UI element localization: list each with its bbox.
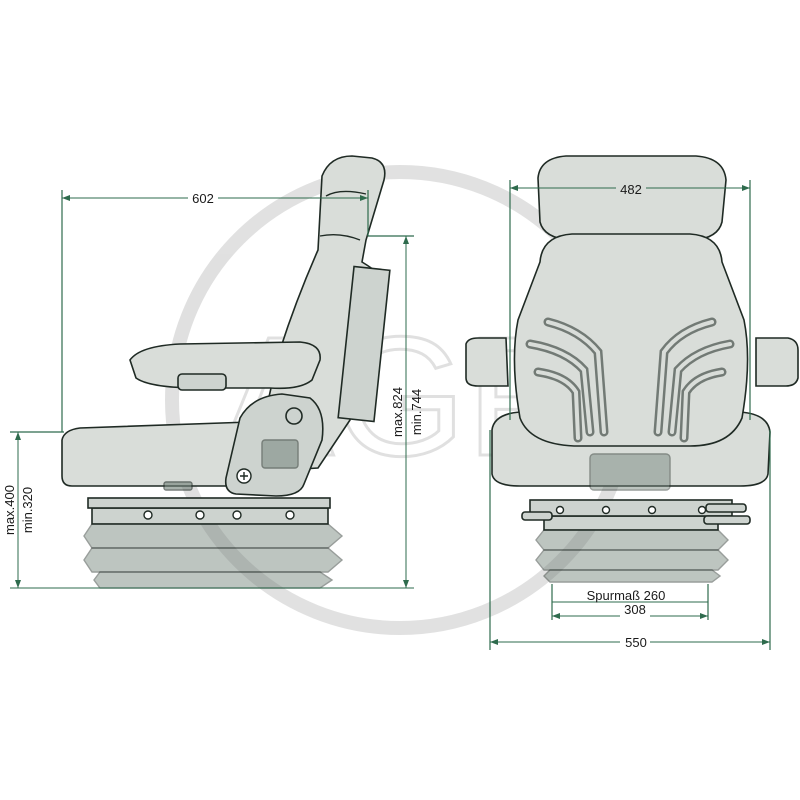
label-rail-width: 308 bbox=[624, 602, 646, 617]
side-bellows bbox=[83, 507, 344, 589]
side-adjustment-slot bbox=[261, 439, 299, 469]
label-side-height-min: min.744 bbox=[409, 389, 424, 435]
front-center-bellow bbox=[589, 453, 671, 491]
front-bellows bbox=[535, 515, 729, 583]
front-lever-bottom bbox=[703, 515, 751, 525]
label-side-depth: 602 bbox=[192, 191, 214, 206]
side-view bbox=[61, 155, 391, 589]
front-armrest-left bbox=[465, 337, 509, 387]
label-backrest-width: 482 bbox=[620, 182, 642, 197]
side-backrest-plate bbox=[337, 265, 391, 423]
front-backrest-rib-highlight bbox=[528, 320, 732, 440]
front-lever-right bbox=[705, 503, 747, 513]
label-seat-height-min: min.320 bbox=[20, 487, 35, 533]
side-armrest-handle bbox=[177, 373, 227, 391]
label-total-width: 550 bbox=[625, 635, 647, 650]
dimension-labels: 602 max.824 min.744 max.400 min.320 482 … bbox=[2, 181, 665, 650]
side-height-knob bbox=[285, 407, 303, 425]
dimension-lines bbox=[10, 180, 771, 650]
label-side-height-max: max.824 bbox=[390, 387, 405, 437]
side-rail-bolts bbox=[143, 510, 295, 520]
side-rails bbox=[87, 497, 331, 509]
label-track-gauge: Spurmaß 260 bbox=[587, 588, 666, 603]
front-backrest bbox=[513, 233, 749, 447]
front-rail-bolts bbox=[555, 505, 707, 515]
front-headrest bbox=[537, 155, 727, 241]
side-headrest-outline bbox=[319, 190, 367, 241]
front-armrest-right bbox=[755, 337, 799, 387]
label-seat-height-max: max.400 bbox=[2, 485, 17, 535]
side-fore-aft-lever bbox=[163, 481, 193, 491]
front-view bbox=[465, 155, 799, 583]
front-lever-left bbox=[521, 511, 553, 521]
